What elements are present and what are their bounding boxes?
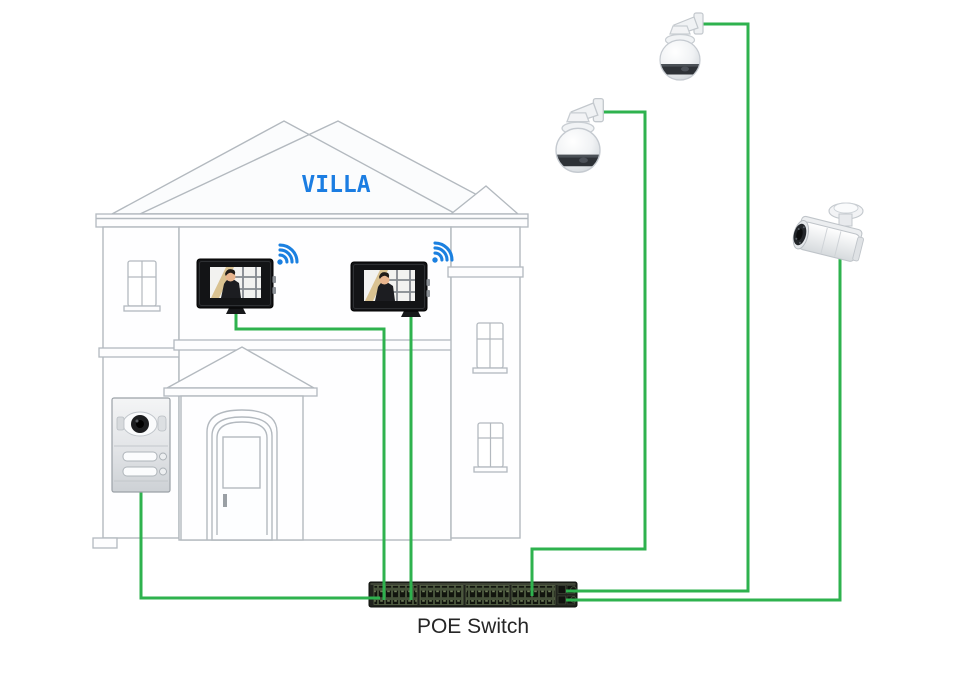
cable-bullet-to-switch <box>566 242 842 602</box>
front-door <box>211 416 273 541</box>
door-handle <box>223 494 227 507</box>
cable-intercom-to-switch <box>139 490 380 600</box>
right-wing-wall <box>450 226 521 539</box>
poe-switch-label: POE Switch <box>416 615 530 638</box>
window-right-upper <box>472 322 508 374</box>
intercom-nameplate-2 <box>122 466 158 477</box>
network-cables <box>139 22 842 602</box>
eave-band <box>95 213 529 228</box>
porch <box>163 346 318 541</box>
cable-dome2-to-switch <box>530 110 647 596</box>
cable-dome1-to-switch <box>566 22 750 593</box>
poe-switch <box>368 581 578 608</box>
indoor-monitor-1 <box>196 258 277 314</box>
intercom-nameplate-1 <box>122 451 158 462</box>
intercom-call-button-1 <box>159 452 167 461</box>
window-right-lower <box>473 422 508 473</box>
bullet-camera <box>792 202 864 262</box>
dome-camera-2 <box>555 99 603 173</box>
door-intercom <box>111 397 171 493</box>
dome-camera-1 <box>659 13 703 80</box>
intercom-call-button-2 <box>159 467 167 476</box>
villa-label: VILLA <box>301 172 371 198</box>
cable-monitor1-to-switch <box>234 310 386 600</box>
plinth <box>92 537 118 549</box>
window-left-wing <box>123 260 161 312</box>
indoor-monitor-2 <box>350 261 431 317</box>
intercom-speaker-grille <box>116 416 125 431</box>
villa-house <box>92 120 529 549</box>
